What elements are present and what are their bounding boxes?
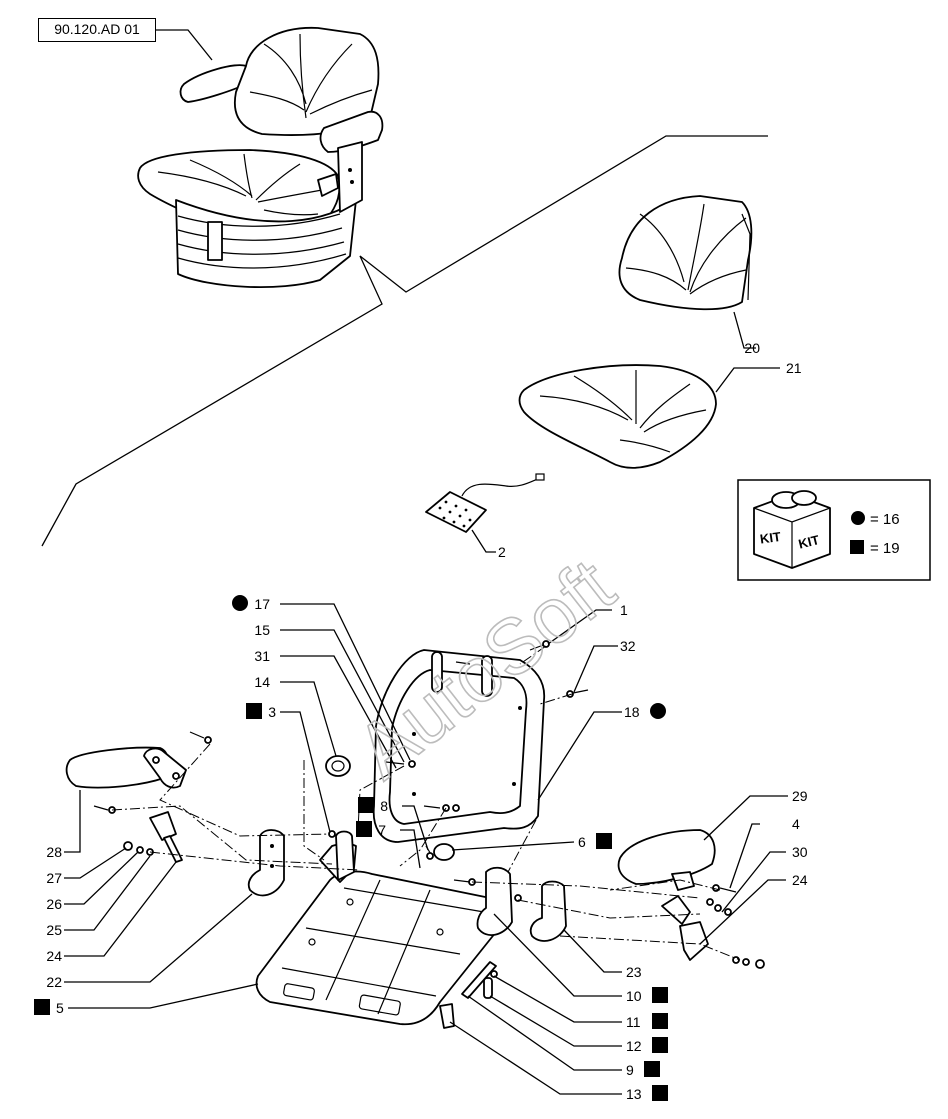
callout-12: 12: [626, 1038, 642, 1054]
legend-circle-value: = 16: [870, 511, 900, 528]
callout-leaders: [64, 311, 788, 1095]
backrest-frame-part-18: [372, 649, 546, 843]
kit-box-icon: KIT KIT: [753, 490, 831, 569]
callout-8: 8: [380, 798, 388, 814]
left-bracket-part-22: [247, 829, 285, 897]
callout-17: 17: [254, 596, 270, 612]
callout-11: 11: [626, 1014, 641, 1030]
right-bracket-part-10: [476, 866, 513, 936]
callout-6: 6: [578, 834, 586, 850]
callout-8-square-marker: [358, 797, 374, 813]
callout-20: 20: [744, 340, 760, 356]
callout-6-square-marker: [596, 833, 612, 849]
legend-square-value: = 19: [870, 540, 900, 557]
right-bracket-part-23: [529, 880, 567, 942]
callout-7: 7: [378, 822, 386, 838]
kit-label-left: KIT: [759, 529, 782, 547]
callout-32: 32: [620, 638, 636, 654]
callout-18: 18: [624, 704, 640, 720]
callout-27: 27: [46, 870, 62, 886]
callout-13-square-marker: [652, 1085, 668, 1101]
ring-part-14: [325, 755, 351, 777]
left-armrest-part-28: [65, 746, 187, 789]
callout-24a: 24: [46, 948, 62, 964]
separation-breakline: [41, 135, 768, 547]
callout-21: 21: [786, 360, 802, 376]
fasteners-group: [93, 640, 765, 978]
callout-28: 28: [46, 844, 62, 860]
callout-26: 26: [46, 896, 62, 912]
callout-10-square-marker: [652, 987, 668, 1003]
callout-4: 4: [792, 816, 800, 832]
callout-30: 30: [792, 844, 808, 860]
callout-13: 13: [626, 1086, 642, 1102]
callout-18-circle-marker: [650, 703, 666, 719]
callout-23: 23: [626, 964, 642, 980]
seat-pan-part-5: [255, 830, 504, 1026]
callout-15: 15: [254, 622, 270, 638]
callout-3: 3: [268, 704, 276, 720]
callout-29: 29: [792, 788, 808, 804]
seat-cushion-cover-part-21: [518, 364, 717, 469]
callout-7-square-marker: [356, 821, 372, 837]
ref-box-leader: [156, 29, 213, 61]
kit-legend-box: KIT KIT = 16 = 19: [737, 479, 931, 581]
callout-14: 14: [254, 674, 270, 690]
assembled-seat-illustration: [137, 27, 384, 288]
right-armrest-part-29: [617, 829, 716, 891]
callout-24b: 24: [792, 872, 808, 888]
callout-2: 2: [498, 544, 506, 560]
callout-3-square-marker: [246, 703, 262, 719]
callout-31: 31: [254, 648, 270, 664]
callout-1: 1: [620, 602, 628, 618]
callout-9: 9: [626, 1062, 634, 1078]
callout-11-square-marker: [652, 1013, 668, 1029]
callout-labels: 1234567891011121314151718202122232424252…: [34, 340, 808, 1102]
cap-part-6: [433, 843, 455, 861]
seat-sensor-pad-part-2: [425, 473, 545, 533]
legend-circle-marker: [851, 511, 865, 525]
callout-25: 25: [46, 922, 62, 938]
backrest-cover-part-20: [618, 195, 753, 311]
drawing-reference-box: 90.120.AD 01: [38, 18, 156, 42]
lever-spring-group: [439, 961, 497, 1029]
callout-12-square-marker: [652, 1037, 668, 1053]
kit-label-right: KIT: [797, 532, 821, 552]
latch-part-24: [661, 895, 709, 961]
callout-9-square-marker: [644, 1061, 660, 1077]
callout-22: 22: [46, 974, 62, 990]
callout-17-circle-marker: [232, 595, 248, 611]
latch-part-25: [149, 811, 183, 863]
callout-5-square-marker: [34, 999, 50, 1015]
callout-5: 5: [56, 1000, 64, 1016]
callout-10: 10: [626, 988, 642, 1004]
legend-square-marker: [850, 540, 864, 554]
